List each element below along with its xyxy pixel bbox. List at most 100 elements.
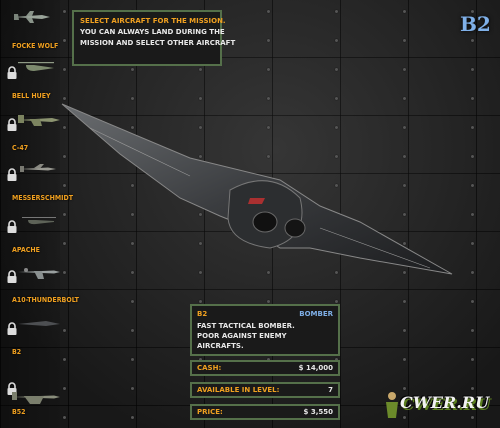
lock-icon	[7, 118, 17, 131]
rivet	[131, 358, 134, 361]
rivet	[403, 126, 406, 129]
stat-value: $ 14,000	[298, 364, 333, 372]
rivet	[403, 155, 406, 158]
rivet	[403, 242, 406, 245]
rivet	[335, 155, 338, 158]
stat-price: PRICE: $ 3,550	[190, 404, 340, 420]
rivet	[131, 387, 134, 390]
helicopter-icon	[18, 62, 54, 71]
rivet	[403, 329, 406, 332]
lock-icon	[7, 168, 17, 181]
rivet	[63, 39, 66, 42]
rivet	[403, 300, 406, 303]
aircraft-label: APACHE	[12, 246, 40, 254]
soldier-icon	[386, 392, 398, 418]
selected-aircraft-title: B2	[460, 12, 491, 36]
rivet	[403, 97, 406, 100]
focke-wolf-plane-icon	[14, 11, 50, 23]
rivet	[335, 271, 338, 274]
rivet	[335, 184, 338, 187]
rivet	[471, 329, 474, 332]
rivet	[199, 242, 202, 245]
rivet	[471, 126, 474, 129]
rivet	[63, 242, 66, 245]
stat-label: AVAILABLE IN LEVEL:	[197, 386, 280, 394]
rivet	[267, 358, 270, 361]
aircraft-item-apache[interactable]: APACHE	[0, 206, 62, 256]
rivet	[131, 97, 134, 100]
rivet	[471, 300, 474, 303]
aircraft-label: MESSERSCHMIDT	[12, 194, 74, 202]
rivet	[471, 358, 474, 361]
lock-icon	[7, 66, 17, 79]
rivet	[403, 39, 406, 42]
rivet	[471, 39, 474, 42]
rivet	[131, 126, 134, 129]
message-line: SELECT AIRCRAFT FOR THE MISSION.	[80, 17, 226, 25]
stat-value: 7	[328, 386, 333, 394]
rivet	[471, 68, 474, 71]
aircraft-label: BELL HUEY	[12, 92, 51, 100]
rivet	[403, 10, 406, 13]
info-description-line: FAST TACTICAL BOMBER.	[197, 322, 295, 330]
aircraft-item-bell-huey[interactable]: BELL HUEY	[0, 52, 62, 102]
info-description-line: POOR AGAINST ENEMY AIRCRAFTS.	[197, 332, 287, 350]
rivet	[63, 10, 66, 13]
mission-message-box: SELECT AIRCRAFT FOR THE MISSION. YOU CAN…	[72, 10, 236, 66]
rivet	[199, 300, 202, 303]
aircraft-item-messerschmidt[interactable]: MESSERSCHMIDT	[0, 154, 73, 204]
rivet	[131, 68, 134, 71]
rivet	[131, 242, 134, 245]
info-aircraft-type: BOMBER	[299, 310, 333, 318]
jet-plane-icon	[18, 268, 60, 279]
rivet	[267, 10, 270, 13]
rivet	[471, 416, 474, 419]
message-line: MISSION AND SELECT OTHER AIRCRAFT	[80, 39, 236, 47]
fighter-plane-icon	[20, 164, 56, 172]
rivet	[403, 271, 406, 274]
rivet	[335, 68, 338, 71]
rivet	[267, 97, 270, 100]
bomber-plane-icon	[12, 392, 60, 404]
rivet	[199, 126, 202, 129]
aircraft-item-c-47[interactable]: C-47	[0, 104, 62, 154]
aircraft-label: FOCKE WOLF	[12, 42, 59, 50]
rivet	[403, 184, 406, 187]
rivet	[63, 271, 66, 274]
aircraft-label: B52	[12, 408, 26, 416]
stat-label: CASH:	[197, 364, 222, 372]
rivet	[131, 416, 134, 419]
rivet	[335, 126, 338, 129]
rivet	[199, 97, 202, 100]
lock-icon	[7, 322, 17, 335]
rivet	[63, 155, 66, 158]
aircraft-item-a10-thunderbolt[interactable]: A10-THUNDERBOLT	[0, 256, 79, 306]
rivet	[267, 271, 270, 274]
stat-cash: CASH: $ 14,000	[190, 360, 340, 376]
info-aircraft-name: B2	[197, 310, 208, 318]
rivet	[335, 10, 338, 13]
aircraft-item-focke-wolf[interactable]: FOCKE WOLF	[0, 2, 62, 52]
rivet	[471, 242, 474, 245]
rivet	[335, 97, 338, 100]
stat-value: $ 3,550	[303, 408, 333, 416]
b2-stealth-bomber-image	[61, 103, 453, 275]
aircraft-label: B2	[12, 348, 22, 356]
rivet	[199, 271, 202, 274]
rivet	[471, 10, 474, 13]
rivet	[403, 213, 406, 216]
rivet	[403, 68, 406, 71]
rivet	[199, 358, 202, 361]
aircraft-item-b52[interactable]: B52	[0, 368, 62, 418]
rivet	[471, 184, 474, 187]
rivet	[63, 387, 66, 390]
stealth-bomber-icon	[18, 321, 60, 326]
rivet	[267, 68, 270, 71]
rivet	[63, 416, 66, 419]
aircraft-item-b2[interactable]: B2	[0, 308, 62, 358]
rivet	[267, 300, 270, 303]
rivet	[131, 213, 134, 216]
rivet	[267, 39, 270, 42]
rivet	[335, 358, 338, 361]
message-line: YOU CAN ALWAYS LAND DURING THE	[80, 28, 225, 36]
